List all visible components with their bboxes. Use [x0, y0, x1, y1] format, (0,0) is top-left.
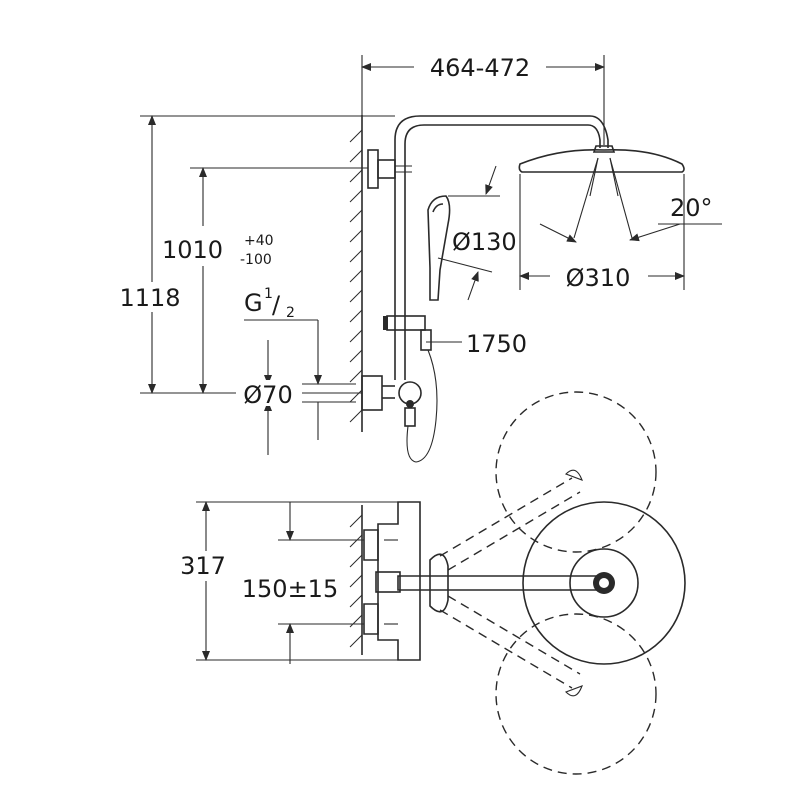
dim-handshower: Ø130	[437, 165, 517, 301]
dim-depth: 317	[170, 501, 398, 661]
side-view: 464-472 1118 1010 +40 -100 G 1 / 2	[112, 52, 722, 463]
thread-base: G	[244, 289, 263, 317]
dim-adjust-height: 1010 +40 -100	[162, 167, 368, 394]
dim-headshower: Ø310	[519, 174, 685, 292]
escutcheon-label: Ø70	[243, 381, 292, 409]
thread-num: 1	[264, 286, 273, 302]
dim-tilt-angle: 20°	[539, 194, 722, 243]
svg-text:/: /	[272, 291, 281, 319]
depth-label: 317	[180, 552, 226, 580]
dim-escutcheon: Ø70	[236, 340, 356, 455]
thermostat-and-hose	[361, 349, 438, 463]
dim-hose: 1750	[426, 330, 527, 358]
shower-column	[367, 115, 609, 380]
swivel-range	[439, 391, 657, 775]
hose-length-label: 1750	[466, 330, 527, 358]
dim-total-height: 1118	[112, 115, 395, 394]
adjust-tol-plus: +40	[244, 233, 274, 249]
handshower-label: Ø130	[452, 228, 517, 256]
width-range-label: 464-472	[430, 54, 530, 82]
dim-width-range: 464-472	[361, 52, 605, 145]
adjust-height-label: 1010	[162, 236, 223, 264]
head-shower	[518, 145, 685, 239]
total-height-label: 1118	[119, 284, 180, 312]
dim-center-distance: 150±15	[234, 502, 364, 664]
tilt-angle-label: 20°	[670, 194, 713, 222]
hand-shower	[383, 195, 451, 351]
thread-den: 2	[286, 305, 295, 321]
dim-thread: G 1 / 2	[244, 286, 322, 440]
adjust-tol-minus: -100	[240, 252, 272, 268]
headshower-label: Ø310	[566, 264, 631, 292]
top-view: 317 150±15	[170, 391, 686, 775]
thermostat-top	[363, 501, 421, 661]
center-distance-label: 150±15	[242, 575, 338, 603]
shower-arm-top	[397, 501, 686, 665]
wall-hatching-top	[349, 505, 363, 655]
